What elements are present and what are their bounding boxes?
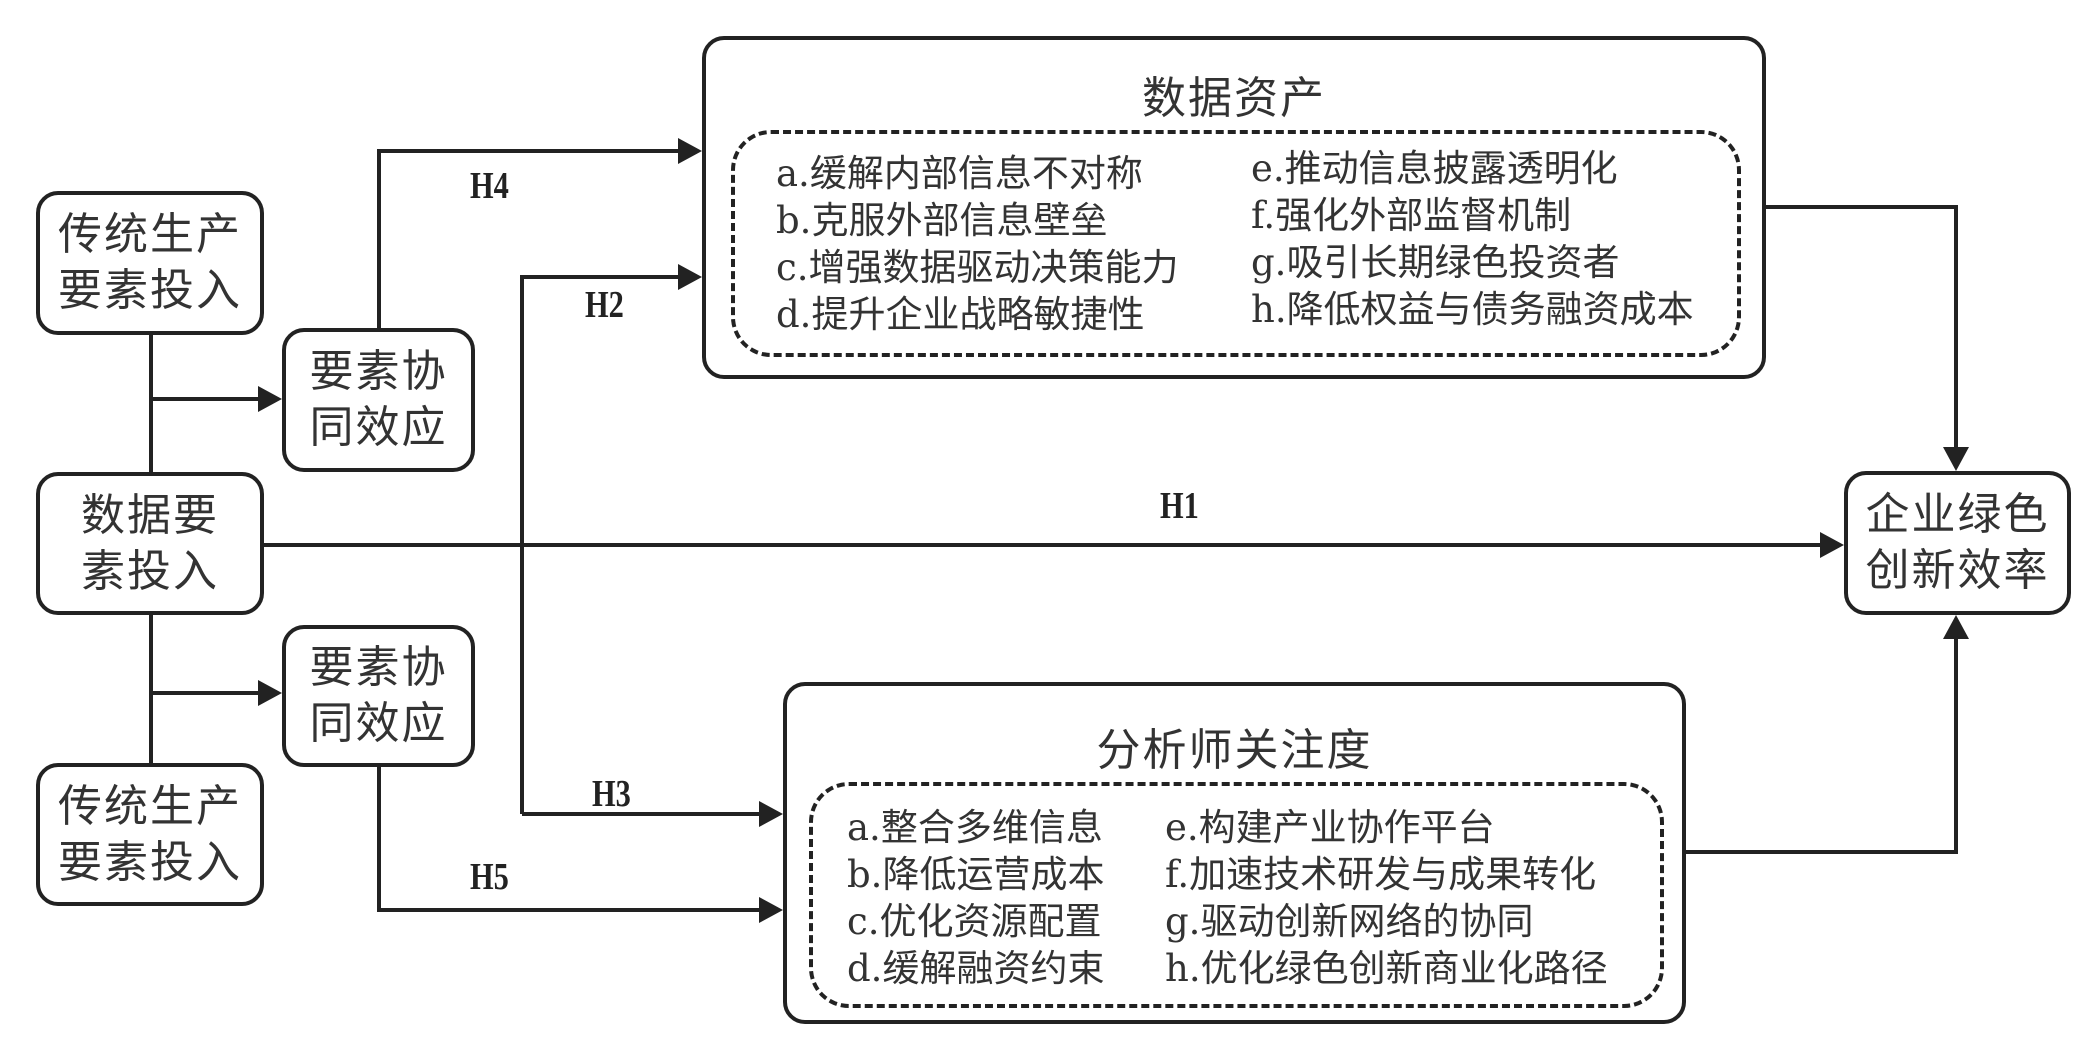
analyst-item-b: b.降低运营成本 xyxy=(847,853,1105,896)
traditional-input-bottom-label: 传统生产 要素投入 xyxy=(58,780,242,888)
analyst-to-outcome-path xyxy=(1686,637,1958,854)
arrowhead-synergy-bottom xyxy=(258,680,282,706)
data-asset-box: 数据资产 a.缓解内部信息不对称 b.克服外部信息壁垒 c.增强数据驱动决策能力… xyxy=(702,36,1766,379)
green-innovation-efficiency-label: 企业绿色 创新效率 xyxy=(1865,489,2050,596)
arrowhead-h5 xyxy=(759,897,783,923)
data-asset-title: 数据资产 xyxy=(1142,73,1326,124)
data-asset-item-d: d.提升企业战略敏捷性 xyxy=(776,293,1145,336)
analyst-item-f: f.加速技术研发与成果转化 xyxy=(1165,853,1597,896)
synergy-effect-top-label: 要素协 同效应 xyxy=(309,346,448,453)
analyst-attention-title: 分析师关注度 xyxy=(1096,725,1373,776)
analyst-item-g: g.驱动创新网络的协同 xyxy=(1165,900,1534,943)
arrowhead-h4 xyxy=(678,138,702,164)
data-input-label: 数据要 素投入 xyxy=(81,489,219,597)
arrowhead-h3 xyxy=(759,801,783,827)
data-asset-item-f: f.强化外部监督机制 xyxy=(1251,194,1572,237)
h5-label: H5 xyxy=(470,856,509,898)
arrowhead-outcome-top xyxy=(1943,447,1969,471)
h2-path xyxy=(520,275,680,814)
data-asset-item-g: g.吸引长期绿色投资者 xyxy=(1251,241,1620,284)
data-asset-to-outcome-path xyxy=(1766,205,1958,449)
h5-path xyxy=(377,767,761,912)
synergy-effect-bottom-label: 要素协 同效应 xyxy=(309,642,448,749)
analyst-attention-right-list: e.构建产业协作平台 f.加速技术研发与成果转化 g.驱动创新网络的协同 h.优… xyxy=(1165,804,1608,992)
analyst-item-d: d.缓解融资约束 xyxy=(847,947,1105,990)
traditional-input-top-label: 传统生产 要素投入 xyxy=(58,209,242,316)
green-innovation-efficiency-node: 企业绿色 创新效率 xyxy=(1844,471,2071,615)
h2-label: H2 xyxy=(585,284,624,326)
data-input-node: 数据要 素投入 xyxy=(36,472,264,615)
analyst-item-c: c.优化资源配置 xyxy=(847,900,1102,943)
synergy-effect-bottom-node: 要素协 同效应 xyxy=(282,625,475,767)
analyst-item-h: h.优化绿色创新商业化路径 xyxy=(1165,947,1608,990)
arrowhead-h1 xyxy=(1820,532,1844,558)
h1-label: H1 xyxy=(1160,485,1199,527)
traditional-input-bottom-node: 传统生产 要素投入 xyxy=(36,763,264,906)
h4-path xyxy=(377,149,680,328)
traditional-input-top-node: 传统生产 要素投入 xyxy=(36,191,264,335)
synergy-effect-top-node: 要素协 同效应 xyxy=(282,328,475,472)
data-asset-mechanisms-group xyxy=(731,130,1741,357)
data-asset-item-e: e.推动信息披露透明化 xyxy=(1251,147,1618,190)
analyst-item-e: e.构建产业协作平台 xyxy=(1165,806,1495,849)
analyst-attention-left-list: a.整合多维信息 b.降低运营成本 c.优化资源配置 d.缓解融资约束 xyxy=(847,804,1104,992)
data-asset-item-a: a.缓解内部信息不对称 xyxy=(776,152,1143,195)
analyst-attention-box: 分析师关注度 a.整合多维信息 b.降低运营成本 c.优化资源配置 d.缓解融资… xyxy=(783,682,1686,1024)
data-asset-right-list: e.推动信息披露透明化 f.强化外部监督机制 g.吸引长期绿色投资者 h.降低权… xyxy=(1251,145,1694,333)
analyst-attention-mechanisms-group xyxy=(809,782,1664,1008)
arrowhead-outcome-bottom xyxy=(1943,615,1969,639)
h3-label: H3 xyxy=(592,773,631,815)
data-asset-item-c: c.增强数据驱动决策能力 xyxy=(776,246,1179,289)
arrowhead-synergy-top xyxy=(258,386,282,412)
data-asset-item-b: b.克服外部信息壁垒 xyxy=(776,199,1108,242)
h4-label: H4 xyxy=(470,165,509,207)
data-asset-left-list: a.缓解内部信息不对称 b.克服外部信息壁垒 c.增强数据驱动决策能力 d.提升… xyxy=(776,150,1178,338)
arrowhead-h2 xyxy=(678,264,702,290)
analyst-item-a: a.整合多维信息 xyxy=(847,806,1103,849)
data-asset-item-h: h.降低权益与债务融资成本 xyxy=(1251,288,1694,331)
